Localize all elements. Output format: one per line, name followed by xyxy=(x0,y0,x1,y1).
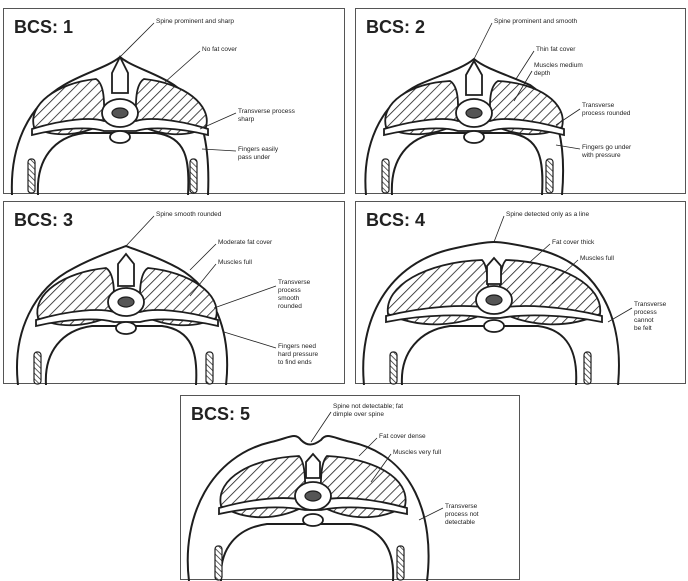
bcs-3-label-spine: Spine smooth rounded xyxy=(156,211,222,218)
bcs-4-diagram: Spine detected only as a line Fat cover … xyxy=(356,202,687,385)
bcs-3-panel: BCS: 3 Spine smooth rounded Moderate fat… xyxy=(3,201,345,384)
bcs-2-label-spine: Spine prominent and smooth xyxy=(494,18,577,25)
bcs-5-label-fat: Fat cover dense xyxy=(379,433,426,440)
bcs-1-label-spine: Spine prominent and sharp xyxy=(156,18,234,25)
bcs-2-panel: BCS: 2 Spine prominent and smooth Thin f… xyxy=(355,8,686,194)
bcs-4-label-muscles: Muscles full xyxy=(580,255,615,262)
bcs-4-label-fat: Fat cover thick xyxy=(552,239,595,246)
bcs-3-label-muscles: Muscles full xyxy=(218,259,253,266)
bcs-4-panel: BCS: 4 Spine detected only as a line Fat… xyxy=(355,201,686,384)
bcs-3-diagram: Spine smooth rounded Moderate fat cover … xyxy=(4,202,346,385)
bcs-2-label-fat: Thin fat cover xyxy=(536,46,576,53)
bcs-2-diagram: Spine prominent and smooth Thin fat cove… xyxy=(356,9,687,195)
bcs-3-label-fat: Moderate fat cover xyxy=(218,239,273,246)
bcs-5-label-muscles: Muscles very full xyxy=(393,449,442,456)
bcs-1-label-fat: No fat cover xyxy=(202,46,238,53)
bcs-1-panel: BCS: 1 Spine prominent and sharp No fat … xyxy=(3,8,345,194)
bcs-1-diagram: Spine prominent and sharp No fat cover T… xyxy=(4,9,346,195)
bcs-4-label-spine: Spine detected only as a line xyxy=(506,211,589,218)
